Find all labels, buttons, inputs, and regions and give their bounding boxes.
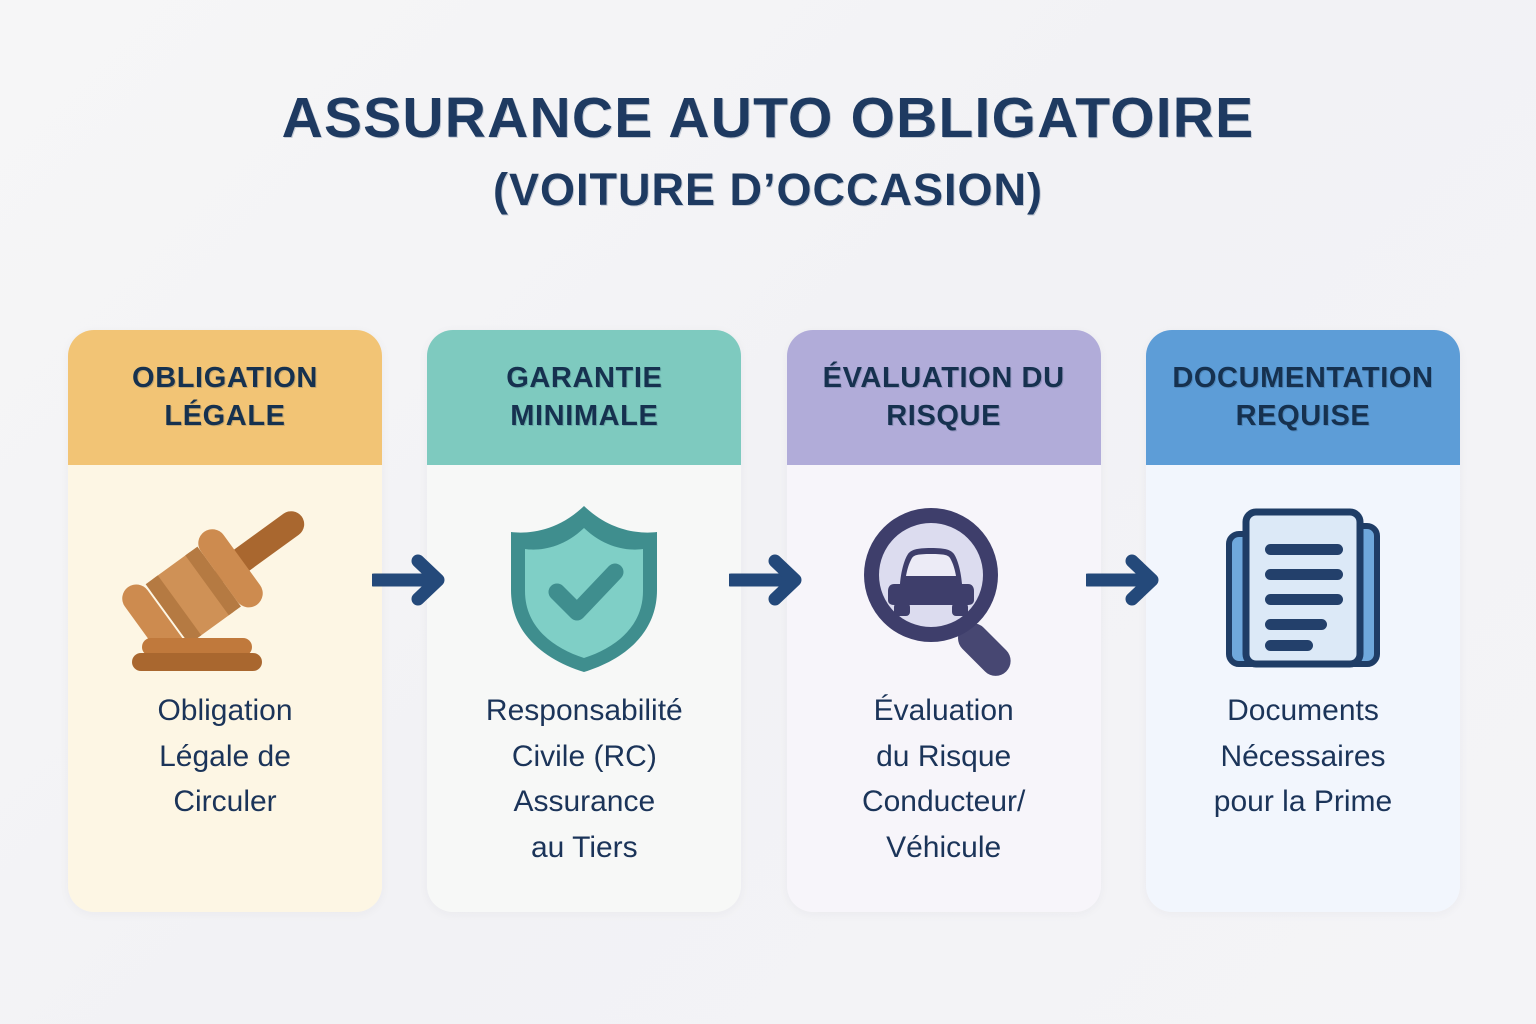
arrow-right-icon	[1081, 553, 1162, 607]
title-subtitle-line: (VOITURE D’OCCASION)	[492, 164, 1043, 216]
step-card-body: Responsabilité Civile (RC) Assurance au …	[427, 465, 742, 912]
step-card-body: Obligation Légale de Circuler	[68, 465, 382, 912]
magnifier-car-icon	[854, 495, 1034, 680]
shield-check-icon	[499, 495, 669, 680]
arrow-right-icon	[724, 553, 805, 607]
step-card-caption: Responsabilité Civile (RC) Assurance au …	[485, 694, 683, 864]
step-card-documentation-requise[interactable]: DOCUMENTATION REQUISE	[1145, 330, 1460, 912]
arrow-right-icon	[367, 553, 448, 607]
gavel-icon	[120, 495, 330, 680]
step-card-title: DOCUMENTATION REQUISE	[1172, 362, 1434, 432]
step-card-caption: Obligation Légale de Circuler	[157, 694, 293, 819]
step-card-caption: Évaluation du Risque Conducteur/ Véhicul…	[861, 694, 1026, 864]
documents-icon	[1213, 495, 1393, 680]
step-card-header: OBLIGATION LÉGALE	[68, 330, 382, 465]
step-card-header: DOCUMENTATION REQUISE	[1145, 330, 1460, 465]
step-card-title: ÉVALUATION DU RISQUE	[822, 362, 1065, 432]
step-card-header: GARANTIE MINIMALE	[427, 330, 742, 465]
step-card-evaluation-du-risque[interactable]: ÉVALUATION DU RISQUE	[786, 330, 1101, 912]
step-card-title: OBLIGATION LÉGALE	[132, 362, 318, 432]
page-title: ASSURANCE AUTO OBLIGATOIRE (VOITURE D’OC…	[0, 88, 1536, 219]
step-card-header: ÉVALUATION DU RISQUE	[786, 330, 1101, 465]
step-card-title: GARANTIE MINIMALE	[506, 362, 663, 432]
step-card-body: Documents Nécessaires pour la Prime	[1145, 465, 1460, 912]
step-card-caption: Documents Nécessaires pour la Prime	[1213, 694, 1393, 819]
step-card-body: Évaluation du Risque Conducteur/ Véhicul…	[786, 465, 1101, 912]
steps-container: OBLIGATION LÉGALE	[68, 330, 1460, 912]
title-main-line: ASSURANCE AUTO OBLIGATOIRE	[281, 86, 1255, 150]
step-card-obligation-legale[interactable]: OBLIGATION LÉGALE	[68, 330, 382, 912]
step-card-garantie-minimale[interactable]: GARANTIE MINIMALE Responsabilité Civile …	[427, 330, 742, 912]
